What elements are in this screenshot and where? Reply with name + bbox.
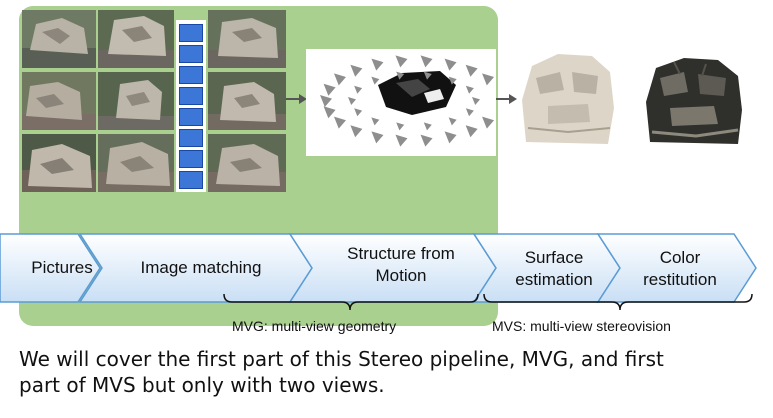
input-pictures-grid [22, 10, 206, 194]
feature-thumb [179, 87, 203, 105]
input-photo [98, 134, 174, 192]
input-photo [208, 10, 286, 68]
feature-thumb [179, 108, 203, 126]
camera-frustum-icon [420, 134, 433, 147]
input-photo [98, 72, 174, 130]
camera-frustum-icon [350, 64, 363, 77]
camera-frustum-icon [465, 85, 474, 94]
stage-label-surface-estimation: Surface estimation [515, 248, 593, 289]
mvg-group-label: MVG: multi-view geometry [232, 318, 397, 334]
body-text-line: part of MVS but only with two views. [19, 373, 385, 397]
camera-frustum-icon [423, 122, 432, 131]
right-arrow-icon [286, 94, 307, 104]
mvs-group-brace [483, 293, 753, 311]
camera-frustum-icon [354, 108, 363, 117]
camera-frustum-icon [395, 134, 408, 147]
feature-thumb [179, 150, 203, 168]
feature-thumb [179, 129, 203, 147]
camera-frustum-icon [333, 73, 346, 86]
color-restitution-result [644, 54, 748, 154]
feature-thumb [179, 66, 203, 84]
camera-frustum-icon [371, 117, 380, 126]
mvs-group-label: MVS: multi-view stereovision [492, 318, 671, 334]
input-photo [22, 134, 96, 192]
camera-frustum-icon [482, 116, 495, 129]
camera-frustum-icon [320, 95, 332, 107]
stage-label-color-restitution: Color restitution [643, 248, 717, 289]
camera-frustum-icon [350, 125, 363, 138]
camera-frustum-icon [444, 131, 457, 144]
camera-frustum-icon [472, 97, 480, 105]
camera-frustum-icon [448, 76, 457, 85]
stage-label-pictures: Pictures [31, 258, 93, 277]
input-photo [22, 10, 96, 68]
stage-label-structure-from-motion: Structure from Motion [347, 244, 455, 285]
feature-thumb [179, 171, 203, 189]
camera-frustum-icon [371, 76, 380, 85]
mvg-group-brace [223, 293, 479, 311]
camera-frustum-icon [371, 58, 384, 71]
camera-frustum-icon [465, 108, 474, 117]
right-arrow-icon [496, 94, 517, 104]
camera-frustum-icon [396, 122, 405, 131]
camera-frustum-icon [323, 83, 336, 96]
surface-estimation-result [518, 48, 618, 154]
camera-frustum-icon [448, 117, 457, 126]
camera-frustum-icon [333, 116, 346, 129]
input-photo [22, 72, 96, 130]
camera-frustum-icon [396, 71, 405, 80]
stage-label-image-matching: Image matching [140, 258, 262, 277]
camera-frustum-icon [423, 71, 432, 80]
camera-frustum-icon [348, 97, 356, 105]
feature-matches-strip [176, 20, 206, 192]
camera-frustum-icon [465, 125, 478, 138]
camera-frustum-icon [395, 55, 408, 68]
input-photo [98, 10, 174, 68]
input-photo [208, 72, 286, 130]
camera-frustum-icon [465, 64, 478, 77]
camera-frustum-icon [323, 106, 336, 119]
camera-frustum-icon [482, 73, 495, 86]
pipeline-diagram [0, 233, 757, 311]
body-text: We will cover the first part of this Ste… [19, 346, 759, 398]
body-text-line: We will cover the first part of this Ste… [19, 347, 664, 371]
sfm-reconstruction [306, 49, 496, 156]
input-photo [208, 134, 286, 192]
camera-frustum-icon [371, 131, 384, 144]
stage-chevron-pictures [0, 233, 101, 303]
camera-frustum-icon [444, 58, 457, 71]
camera-frustum-icon [354, 85, 363, 94]
feature-thumb [179, 24, 203, 42]
feature-thumb [179, 45, 203, 63]
camera-frustum-icon [420, 55, 433, 68]
